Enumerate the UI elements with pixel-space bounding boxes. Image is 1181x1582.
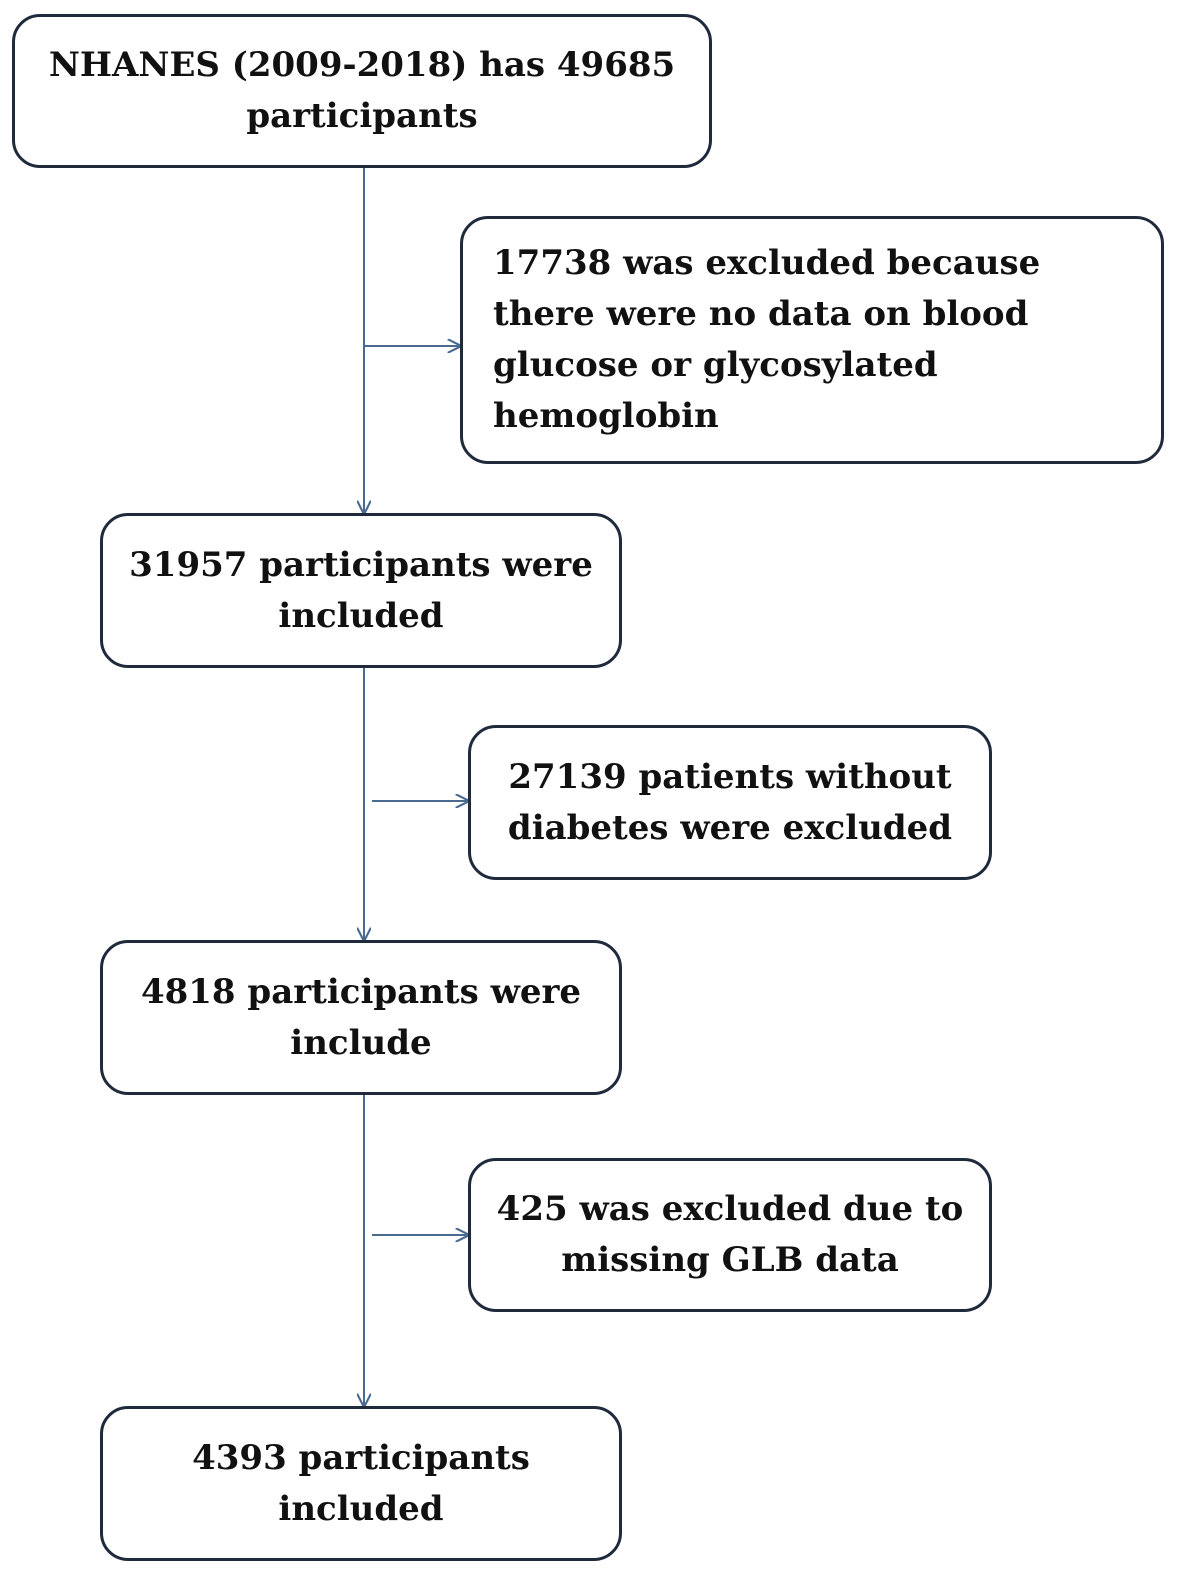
box-31957-included: 31957 participants were included [100,513,622,668]
box-nhanes-participants: NHANES (2009-2018) has 49685 participant… [12,14,712,168]
box-exclusion-glucose: 17738 was excluded because there were no… [460,216,1164,464]
box-exclusion-glb-text: 425 was excluded due to missing GLB data [496,1189,964,1280]
box-4393-included: 4393 participants included [100,1406,622,1561]
box-31957-included-text: 31957 participants were included [129,544,593,636]
box-exclusion-no-diabetes: 27139 patients without diabetes were exc… [468,725,992,880]
box-4818-include-text: 4818 participants were include [140,971,582,1063]
box-exclusion-no-diabetes-text: 27139 patients without diabetes were exc… [507,756,953,848]
box-exclusion-glb: 425 was excluded due to missing GLB data [468,1158,992,1312]
box-exclusion-glucose-text: 17738 was excluded because there were no… [493,243,1041,436]
box-4393-included-text: 4393 participants included [192,1437,530,1529]
box-nhanes-participants-text: NHANES (2009-2018) has 49685 participant… [48,45,676,136]
box-4818-include: 4818 participants were include [100,940,622,1095]
